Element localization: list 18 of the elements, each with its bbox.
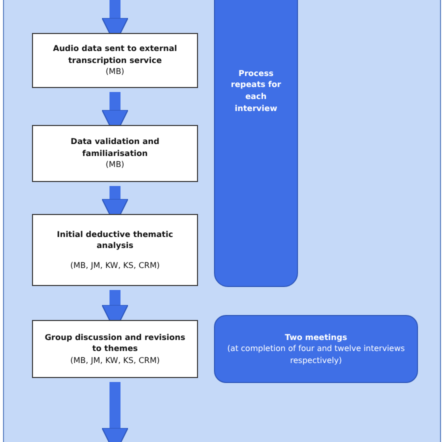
step-note: (MB, JM, KW, KS, CRM) bbox=[70, 354, 160, 366]
note-box bbox=[214, 0, 298, 287]
step-title: Group discussion and revisions to themes bbox=[44, 332, 186, 355]
step-title: Process repeats for each interview bbox=[230, 68, 282, 114]
process-box bbox=[32, 320, 198, 378]
step-note: (MB) bbox=[106, 159, 124, 171]
process-box bbox=[32, 33, 198, 88]
step-note: (at completion of four and twelve interviews respectively) bbox=[226, 343, 406, 366]
block-arrow bbox=[101, 382, 129, 442]
note-box bbox=[214, 315, 418, 383]
process-box bbox=[32, 125, 198, 182]
step-note: (MB, JM, KW, KS, CRM) bbox=[70, 260, 160, 272]
step-title: Data validation and familiarisation bbox=[70, 136, 160, 160]
process-box bbox=[32, 214, 198, 286]
step-title: Audio data sent to external transcription service bbox=[52, 43, 178, 66]
step-note: (MB) bbox=[106, 66, 124, 78]
step-title: Two meetings bbox=[284, 332, 348, 344]
step-title: Initial deductive thematic analysis bbox=[56, 228, 174, 252]
